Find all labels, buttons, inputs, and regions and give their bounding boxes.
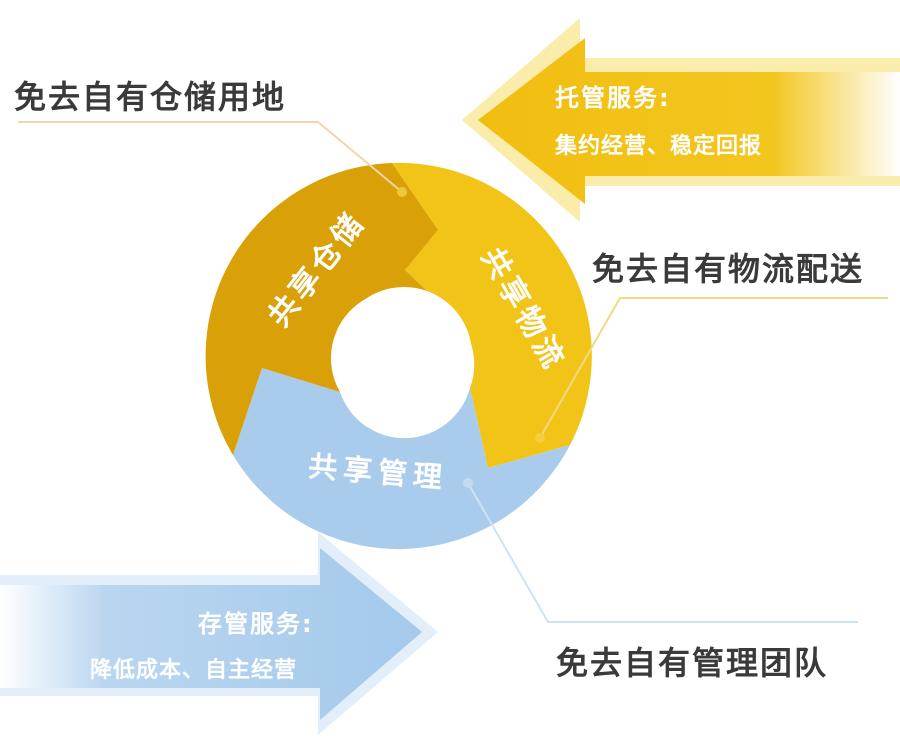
ring-segment-management: [233, 368, 570, 550]
callout-no-own-warehouse-land: 免去自有仓储用地: [14, 78, 287, 116]
hosting-service-arrow: [462, 18, 900, 222]
callout-no-own-logistics: 免去自有物流配送: [592, 250, 865, 288]
ring-segment-logistics: [392, 162, 592, 468]
ring-segment-warehousing: [205, 163, 447, 455]
custody-service-arrow: [0, 532, 438, 735]
custody-service-title: 存管服务:: [198, 610, 314, 638]
callout-no-own-management-team: 免去自有管理团队: [556, 644, 829, 682]
hosting-service-subtitle: 集约经营、稳定回报: [555, 134, 763, 159]
hosting-service-title: 托管服务:: [555, 84, 671, 112]
ring-center-hole: [336, 287, 472, 423]
sharing-ring: [205, 162, 592, 550]
custody-service-subtitle: 降低成本、自主经营: [90, 658, 298, 683]
leader-lines: [18, 121, 888, 623]
